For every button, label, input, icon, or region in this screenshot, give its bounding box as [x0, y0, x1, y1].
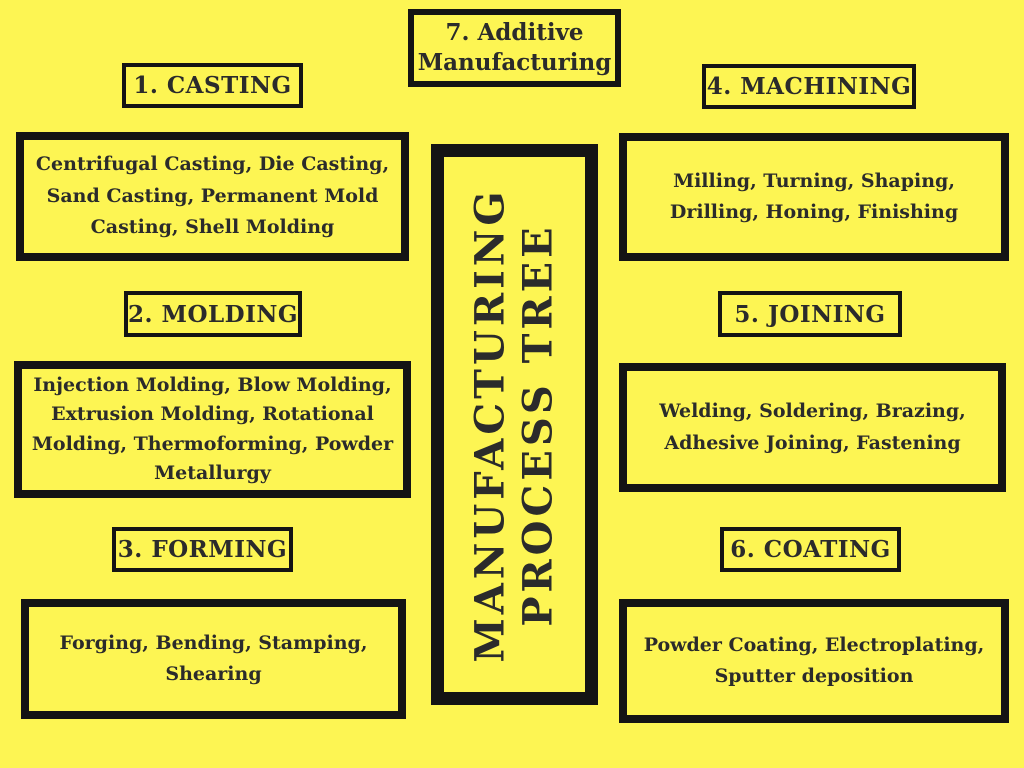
molding-items: Injection Molding, Blow Molding, Extrusi… — [31, 373, 394, 484]
joining-items: Welding, Soldering, Brazing, Adhesive Jo… — [659, 400, 966, 454]
joining-label: 5. JOINING — [734, 300, 886, 328]
center-title-line1: MANUFACTURING — [466, 186, 514, 663]
molding-title-box: 2. MOLDING — [124, 291, 302, 337]
machining-items-box: Milling, Turning, Shaping, Drilling, Hon… — [619, 133, 1009, 261]
molding-label: 2. MOLDING — [127, 300, 299, 328]
joining-title-box: 5. JOINING — [718, 291, 902, 337]
molding-items-box: Injection Molding, Blow Molding, Extrusi… — [14, 361, 411, 498]
coating-items: Powder Coating, Electroplating, Sputter … — [643, 633, 985, 687]
center-title-rotated-text: MANUFACTURING PROCESS TREE — [467, 187, 563, 662]
joining-items-box: Welding, Soldering, Brazing, Adhesive Jo… — [619, 363, 1006, 492]
center-title-box: MANUFACTURING PROCESS TREE — [431, 144, 598, 705]
machining-items: Milling, Turning, Shaping, Drilling, Hon… — [669, 169, 959, 223]
casting-label: 1. CASTING — [133, 72, 292, 99]
forming-items-box: Forging, Bending, Stamping, Shearing — [21, 599, 406, 719]
coating-label: 6. COATING — [730, 536, 891, 563]
casting-title-box: 1. CASTING — [122, 63, 303, 108]
forming-title-box: 3. FORMING — [112, 527, 293, 572]
coating-title-box: 6. COATING — [720, 527, 901, 572]
machining-title-box: 4. MACHINING — [702, 64, 916, 109]
casting-items: Centrifugal Casting, Die Casting, Sand C… — [35, 153, 390, 239]
additive-manufacturing-label: 7. Additive Manufacturing — [417, 19, 612, 76]
center-title-line2: PROCESS TREE — [514, 222, 562, 627]
machining-label: 4. MACHINING — [706, 73, 912, 100]
forming-label: 3. FORMING — [117, 536, 288, 563]
additive-manufacturing-title-box: 7. Additive Manufacturing — [408, 9, 621, 87]
forming-items: Forging, Bending, Stamping, Shearing — [59, 631, 368, 685]
coating-items-box: Powder Coating, Electroplating, Sputter … — [619, 599, 1009, 723]
casting-items-box: Centrifugal Casting, Die Casting, Sand C… — [16, 132, 409, 261]
